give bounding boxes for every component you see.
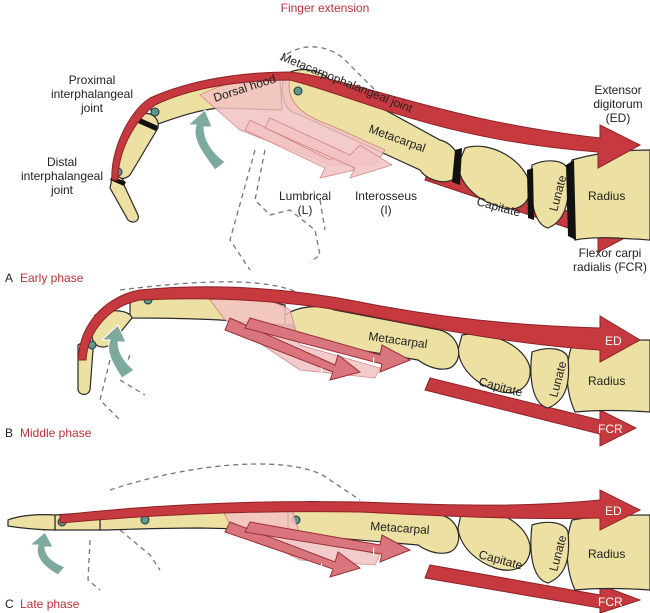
lunate-bone-b — [530, 348, 570, 409]
interosseus-label: Interosseus(I) — [355, 189, 417, 217]
radius-label: Radius — [588, 189, 625, 203]
i-short-label-c: I — [372, 545, 375, 559]
lumbrical-arrow — [244, 119, 356, 179]
capitate-bone — [457, 145, 531, 210]
panel-a-letter: A — [5, 271, 13, 285]
panel-b: ED FCR L I Metacarpal Capitate Lunate Ra… — [5, 281, 650, 447]
lumbrical-arrow-b — [224, 317, 362, 381]
motion-arrow-icon-c — [28, 531, 66, 576]
interosseus-arrow — [264, 117, 393, 179]
pip-pivot — [150, 107, 160, 117]
panel-b-letter: B — [5, 426, 13, 440]
metacarpal-label-c: Metacarpal — [370, 519, 430, 537]
panel-c: ED FCR L I Metacarpal Capitate Lunate Ra… — [5, 463, 650, 613]
previous-finger-outline — [99, 281, 351, 421]
i-short-label-b: I — [372, 355, 375, 369]
panel-c-letter: C — [5, 597, 14, 611]
distal-phalanx-c — [7, 514, 56, 531]
ed-short-label-c: ED — [605, 504, 622, 518]
fcr-short-label-b: FCR — [598, 422, 623, 436]
panel-c-phase: Late phase — [20, 597, 80, 611]
lumbrical-arrow-c — [224, 521, 362, 578]
carpal-joints — [527, 160, 576, 240]
l-short-label-c: L — [320, 561, 327, 575]
ed-short-label-b: ED — [605, 334, 622, 348]
lumbrical-label: Lumbrical(L) — [279, 189, 331, 217]
ed-tendon-arrow-c — [59, 489, 642, 531]
radius-label-b: Radius — [588, 374, 625, 388]
radius-label-c: Radius — [588, 547, 625, 561]
panel-a-phase: Early phase — [20, 271, 84, 285]
mcp-pivot — [293, 86, 303, 96]
previous-finger-outline-c — [87, 463, 361, 591]
cmc-joint — [452, 148, 462, 185]
lunate-bone-c — [530, 521, 570, 584]
figure-title: Finger extension — [281, 1, 370, 15]
ed-tendon-arrow-b — [77, 286, 642, 363]
motion-arrow-icon — [186, 109, 226, 171]
initial-finger-outline — [229, 46, 381, 271]
interosseus-arrow-b — [244, 317, 412, 373]
ed-tendon-arrow — [111, 71, 642, 181]
l-short-label-b: L — [320, 365, 327, 379]
fcr-tendon-arrow-b — [424, 377, 638, 447]
panel-b-phase: Middle phase — [20, 426, 92, 440]
fcr-short-label-c: FCR — [598, 595, 623, 609]
interosseus-arrow-c — [244, 521, 412, 563]
motion-arrow-icon-b — [100, 324, 135, 379]
fcr-tendon-arrow-c — [424, 564, 642, 613]
